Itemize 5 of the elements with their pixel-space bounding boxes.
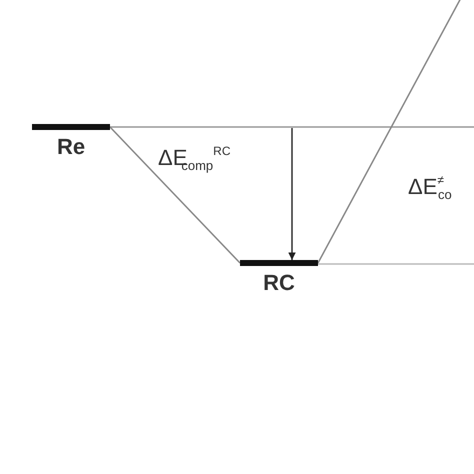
level-label: RC	[263, 272, 295, 294]
arrow	[288, 128, 296, 260]
connector-line	[317, 0, 463, 264]
level-label: Re	[56, 136, 86, 158]
connector-line	[109, 126, 241, 264]
